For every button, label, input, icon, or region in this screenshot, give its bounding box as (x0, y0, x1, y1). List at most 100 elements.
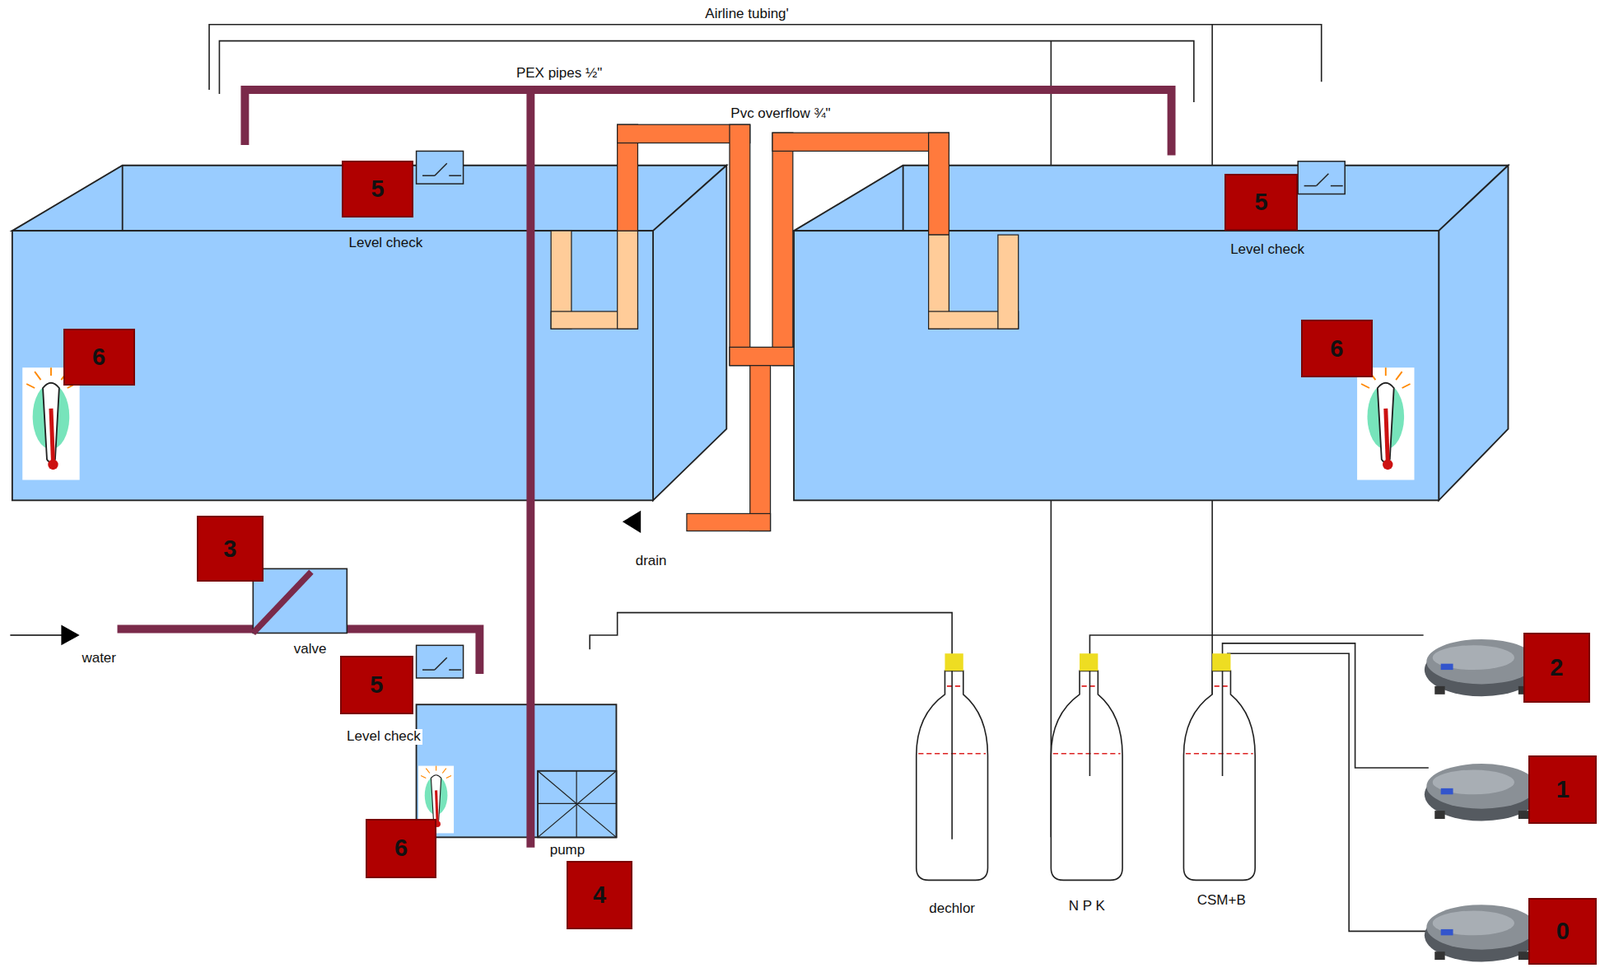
node-text: 3 (223, 535, 237, 563)
node-text: 1 (1556, 775, 1570, 803)
sump (537, 770, 616, 838)
dosing-bottles (1050, 670, 1123, 880)
node-text: 5 (369, 671, 383, 699)
valve-symbol (252, 568, 347, 633)
sump (537, 770, 616, 838)
pvc-overflow (750, 365, 771, 532)
airline-tubing (1089, 634, 1423, 776)
callout-number: 0 (1528, 897, 1597, 965)
callout-number: 2 (1523, 632, 1591, 702)
dosing-bottles (1082, 685, 1097, 687)
water-inlet (60, 625, 80, 646)
dosing-bottles (1053, 752, 1121, 755)
callout-number: 6 (63, 328, 136, 386)
part-label: Airline tubing' (703, 6, 791, 23)
right-tank (793, 165, 1508, 501)
dosing-bottles (916, 670, 989, 880)
node-text: 6 (394, 834, 408, 862)
node-text: 5 (370, 175, 384, 203)
pvc-overflow (928, 132, 950, 235)
callout-number: 6 (365, 818, 438, 878)
level-switch (416, 644, 464, 678)
part-label: water (79, 650, 118, 667)
pvc-overflow (617, 230, 639, 329)
dosing-bottles (946, 685, 961, 687)
pex-pipes (117, 85, 1172, 848)
pex-pipes (244, 89, 1171, 155)
part-label: Level check (347, 235, 425, 252)
dosing-bottle: dechlor (897, 653, 1006, 917)
dosing-bottles (951, 670, 953, 840)
part-label: drain (634, 553, 669, 570)
dosing-bottles (1185, 752, 1254, 755)
dosing-bottles (1214, 685, 1229, 687)
pvc-overflow (622, 510, 641, 533)
dosing-bottles (1212, 653, 1231, 671)
pvc-overflow (550, 124, 1019, 533)
level-switch (1297, 161, 1345, 195)
airline-tubing (589, 612, 952, 840)
part-label: pump (548, 842, 588, 859)
callout-number: 5 (340, 655, 414, 715)
part-label: Level check (345, 728, 423, 745)
heater-icon (1357, 367, 1414, 480)
node-text: 0 (1556, 917, 1570, 945)
sump (416, 704, 617, 837)
right-tank (793, 230, 1439, 500)
water-inlet (9, 634, 63, 636)
right-tank (902, 165, 905, 231)
air-pump (1424, 639, 1540, 696)
pvc-overflow (729, 346, 794, 365)
part-label: PEX pipes ½" (514, 65, 604, 82)
airline-tubing (1227, 653, 1429, 931)
pex-pipes (526, 85, 535, 848)
pvc-overflow (772, 132, 794, 366)
part-label: Level check (1228, 242, 1307, 258)
pvc-overflow (998, 234, 1019, 329)
valve-symbol (252, 568, 347, 633)
node-text: 2 (1549, 653, 1563, 682)
callout-number: 4 (566, 860, 634, 929)
pvc-overflow (686, 513, 771, 531)
right-tank (1438, 165, 1508, 501)
dosing-bottles (916, 653, 1255, 880)
airline-tubing (209, 24, 1322, 90)
right-tank (793, 165, 1508, 231)
dosing-bottles (1222, 670, 1224, 776)
air-pump (1424, 904, 1540, 961)
node-text: 6 (92, 343, 106, 371)
dosing-bottles (1089, 670, 1092, 776)
callout-number: 6 (1301, 319, 1373, 378)
callout-number: 5 (341, 160, 414, 218)
callout-number: 1 (1528, 755, 1597, 824)
left-tank (653, 165, 727, 501)
pvc-overflow (729, 124, 751, 366)
air-pump (1424, 763, 1540, 821)
pvc-overflow (772, 132, 949, 151)
dosing-bottles (944, 653, 963, 671)
callout-number: 3 (196, 515, 264, 583)
node-text: dechlor (927, 900, 977, 917)
dosing-bottle: CSM+B (1165, 653, 1278, 909)
dosing-bottles (918, 685, 1253, 754)
node-text: N P K (1067, 897, 1107, 915)
node-text: 6 (1329, 335, 1344, 363)
left-tank (121, 165, 124, 231)
node-text: 5 (1254, 188, 1269, 216)
dosing-bottle: N P K (1032, 653, 1141, 915)
node-text: 4 (592, 881, 607, 909)
dosing-bottles (1183, 670, 1255, 880)
sump (416, 704, 617, 837)
left-tank (12, 230, 654, 500)
callout-number: 5 (1224, 173, 1298, 231)
water-inlet (9, 625, 80, 646)
dosing-bottles (1079, 653, 1098, 671)
level-switch (416, 150, 464, 184)
sump (537, 770, 616, 838)
part-label: Pvc overflow ¾" (728, 106, 832, 122)
sump (537, 802, 616, 804)
part-label: valve (292, 641, 329, 658)
node-text: CSM+B (1195, 891, 1248, 909)
